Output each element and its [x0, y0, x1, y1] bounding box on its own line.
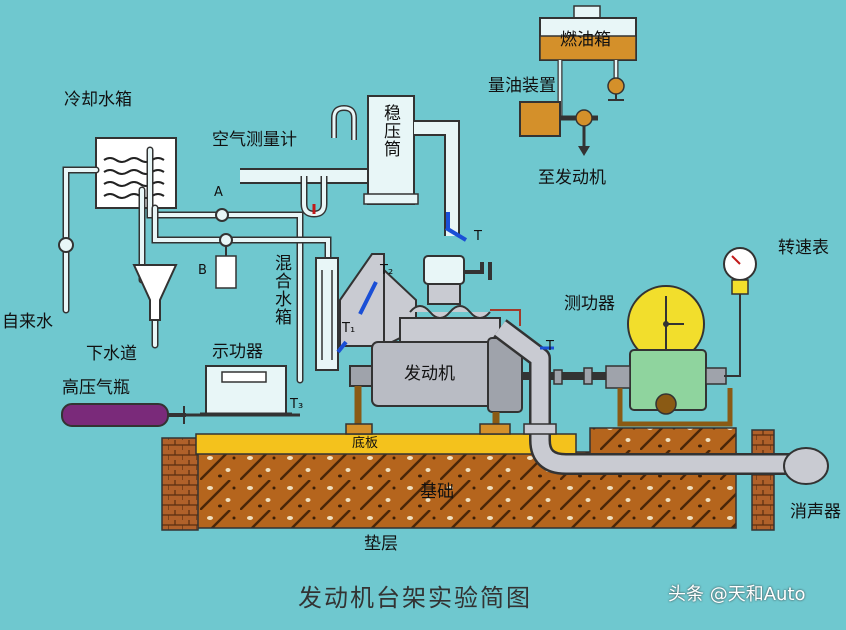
left-brick-wall — [162, 438, 198, 530]
fuel-meter-label: 量油装置 — [488, 78, 556, 95]
base-plate — [196, 434, 576, 454]
engine — [338, 254, 606, 434]
surge-tank-label: 稳压筒 — [381, 104, 398, 158]
dynamometer — [606, 286, 740, 424]
muffler-label: 消声器 — [790, 504, 841, 521]
tachometer — [724, 248, 756, 294]
point-b-label: B — [198, 264, 207, 277]
valve-a — [216, 209, 228, 221]
temp-sensor-t1-label: T₁ — [342, 322, 355, 335]
tap-valve — [59, 238, 73, 252]
point-a-label: A — [214, 186, 223, 199]
fuel-tank-label: 燃油箱 — [560, 32, 611, 49]
tap-water-label: 自来水 — [2, 314, 53, 331]
temp-sensor-exhaust-label: T — [546, 340, 554, 353]
tachometer-label: 转速表 — [778, 240, 829, 257]
right-brick-wall — [752, 430, 774, 530]
dynamometer-label: 测功器 — [564, 296, 615, 313]
foundation-label: 基础 — [420, 484, 454, 501]
temp-sensor-t3-label: T₃ — [290, 398, 303, 411]
cushion-label: 垫层 — [364, 536, 398, 553]
base-plate-label: 底板 — [352, 437, 378, 450]
temp-sensor-t2-label: T₂ — [380, 264, 393, 277]
drain-label: 下水道 — [86, 346, 137, 363]
measuring-cylinder-b — [216, 256, 236, 288]
indicator-device — [200, 366, 292, 414]
to-engine-label: 至发动机 — [538, 170, 606, 187]
drain-funnel — [134, 265, 176, 320]
engine-label: 发动机 — [404, 366, 455, 383]
muffler — [784, 448, 828, 484]
indicator-label: 示功器 — [212, 344, 263, 361]
temp-sensor-t-label: T — [474, 230, 482, 243]
air-meter-label: 空气测量计 — [212, 132, 297, 149]
diagram-title: 发动机台架实验简图 — [298, 586, 532, 610]
valve-b — [220, 234, 232, 246]
watermark: 头条 @天和Auto — [668, 586, 806, 604]
mixing-tank-label: 混合水箱 — [272, 254, 289, 326]
gas-cylinder-label: 高压气瓶 — [62, 380, 130, 397]
mixing-tank — [316, 258, 338, 370]
cooling-tank — [96, 138, 176, 208]
cooling-tank-label: 冷却水箱 — [64, 92, 132, 109]
